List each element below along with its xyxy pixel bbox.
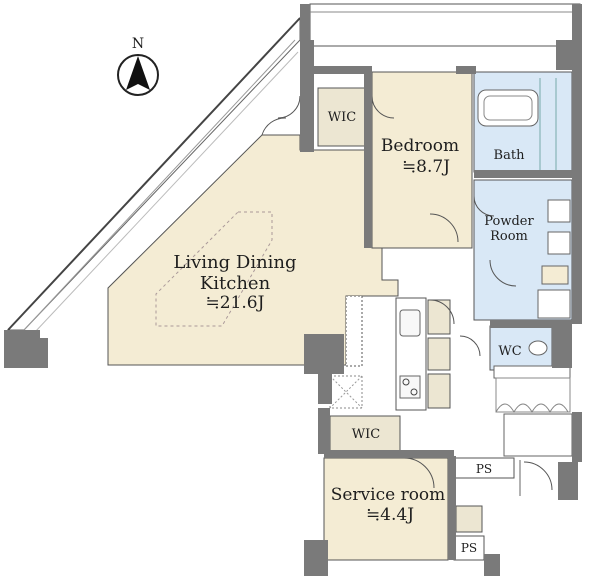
door-swings <box>261 95 553 491</box>
bathtub <box>477 89 539 127</box>
ps-lower-label: PS <box>461 541 477 555</box>
powder-label-line2: Room <box>490 229 528 244</box>
north-arrow-icon <box>126 56 150 90</box>
wic-upper-label: WIC <box>328 110 356 125</box>
compass: N <box>117 36 159 96</box>
ceiling-outline <box>155 211 273 327</box>
walls <box>4 4 582 576</box>
wc-label: WC <box>498 344 521 359</box>
living-label-line1: Living Dining <box>173 252 296 273</box>
sink-1 <box>547 199 571 223</box>
wic-lower-label: WIC <box>352 427 380 442</box>
cooktop <box>399 375 421 399</box>
ps-lower-box <box>453 535 485 561</box>
bath-label: Bath <box>494 148 526 163</box>
service-room-floor <box>323 457 449 561</box>
washer <box>537 289 571 319</box>
sink-2 <box>547 231 571 255</box>
wic-lower-floor <box>329 415 401 453</box>
kitchen-island <box>345 295 363 367</box>
cupboard-1 <box>427 299 451 335</box>
compass-north-label: N <box>132 36 144 52</box>
cupboard-2 <box>427 337 451 371</box>
living-area: ≒21.6J <box>206 293 265 313</box>
service-room-label: Service room <box>331 485 446 505</box>
balcony <box>6 16 301 333</box>
bedroom-area: ≒8.7J <box>402 157 450 177</box>
top-balcony <box>309 3 581 47</box>
bedroom-label: Bedroom <box>381 136 459 156</box>
ps-upper-label: PS <box>476 462 492 476</box>
powder-label-line1: Powder <box>484 214 534 229</box>
toilet <box>528 340 548 356</box>
living-label-line2: Kitchen <box>200 273 271 294</box>
kitchen-sink <box>399 309 421 337</box>
bedroom-floor <box>371 71 473 249</box>
cupboard-3 <box>427 373 451 409</box>
service-room-area: ≒4.4J <box>366 505 414 525</box>
